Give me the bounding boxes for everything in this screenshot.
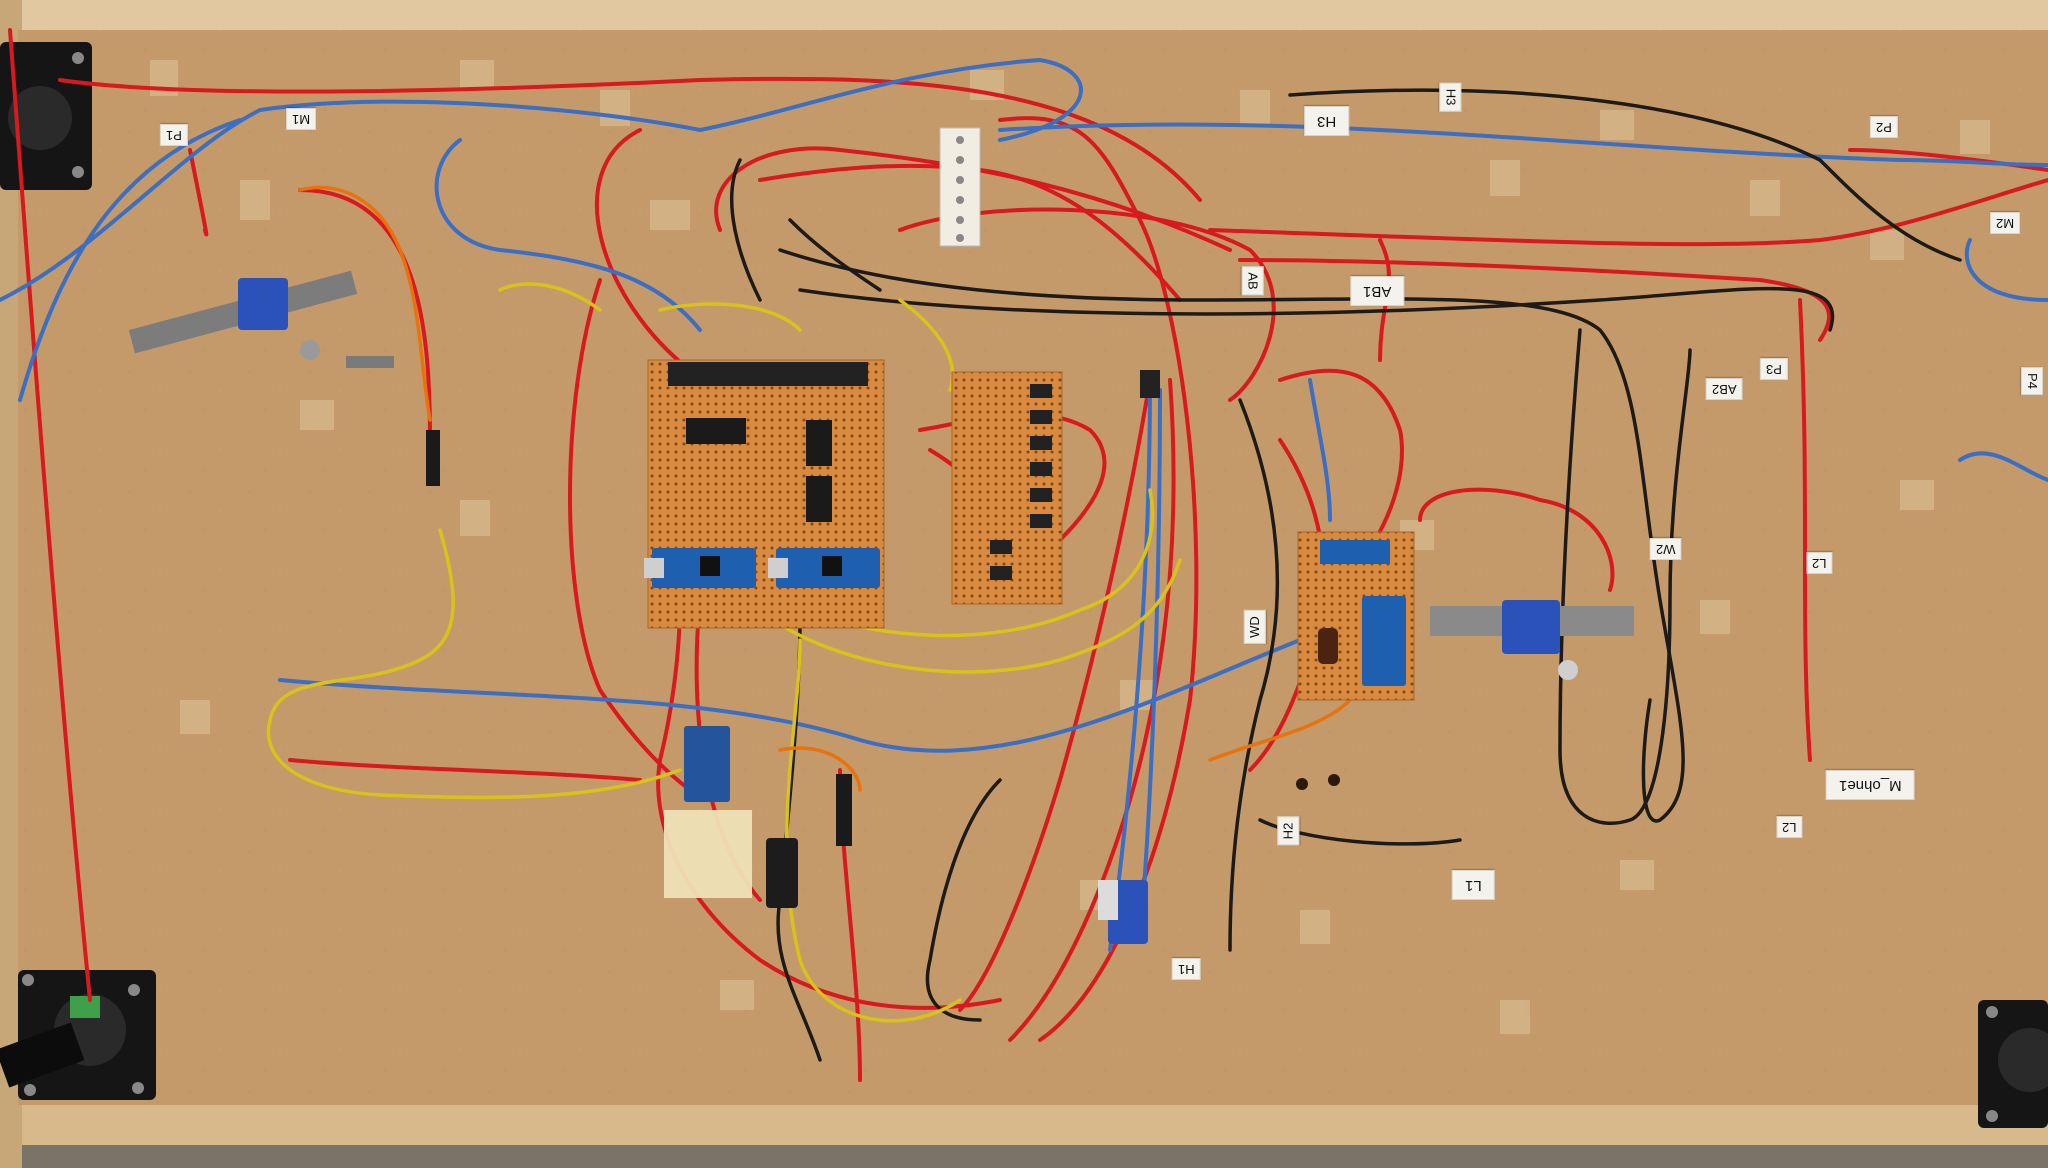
label-m-ohne1: M_ohne1 xyxy=(1826,770,1915,800)
label-h2: H2 xyxy=(1277,816,1300,846)
corner-foot-bottom-right xyxy=(1978,1000,2048,1128)
black-wires xyxy=(729,88,1962,1062)
black-connector-3 xyxy=(1140,370,1160,398)
corner-foot-top-left xyxy=(0,42,92,190)
paper-note xyxy=(664,810,752,898)
arduino-nano-right xyxy=(768,548,880,588)
label-p4: P4 xyxy=(2020,367,2043,395)
yellow-wires xyxy=(266,282,1182,1023)
label-l2: L2 xyxy=(1776,816,1803,838)
black-connector-1 xyxy=(426,430,440,486)
label-h1: H1 xyxy=(1172,958,1201,980)
label-ab2: AB2 xyxy=(1706,378,1743,400)
tape-patches xyxy=(150,60,1990,1034)
hole-1 xyxy=(1296,778,1308,790)
label-ab-small: AB xyxy=(1241,266,1264,296)
label-m2: M2 xyxy=(1990,212,2021,234)
label-p3: P3 xyxy=(1760,358,1788,380)
black-connector-2 xyxy=(836,774,852,846)
servo-controller-board xyxy=(1297,531,1415,701)
label-h3: H3 xyxy=(1304,106,1350,136)
label-w2: W2 xyxy=(1650,538,1682,560)
servo-bottom xyxy=(1098,880,1148,944)
label-ab1: AB1 xyxy=(1350,276,1405,306)
label-wd: WD xyxy=(1243,610,1266,644)
transistor-board xyxy=(951,371,1063,605)
label-m1: M1 xyxy=(286,108,317,130)
label-l2-mid: L2 xyxy=(1806,552,1833,574)
servo-right xyxy=(1430,600,1634,680)
arduino-nano-left xyxy=(644,548,756,588)
orange-wires xyxy=(298,185,1352,792)
corner-foot-bottom-left xyxy=(0,970,156,1100)
label-h3-vertical: H3 xyxy=(1439,82,1462,112)
servo-bottom-black xyxy=(766,838,798,908)
terminal-block xyxy=(939,127,981,247)
label-p2: P2 xyxy=(1870,116,1898,138)
floor-strip xyxy=(0,1145,2048,1168)
hole-2 xyxy=(1328,774,1340,786)
label-l1: L1 xyxy=(1452,870,1495,900)
small-arduino-board xyxy=(684,726,730,802)
servo-top-left xyxy=(128,270,394,368)
label-p1: P1 xyxy=(160,124,188,146)
